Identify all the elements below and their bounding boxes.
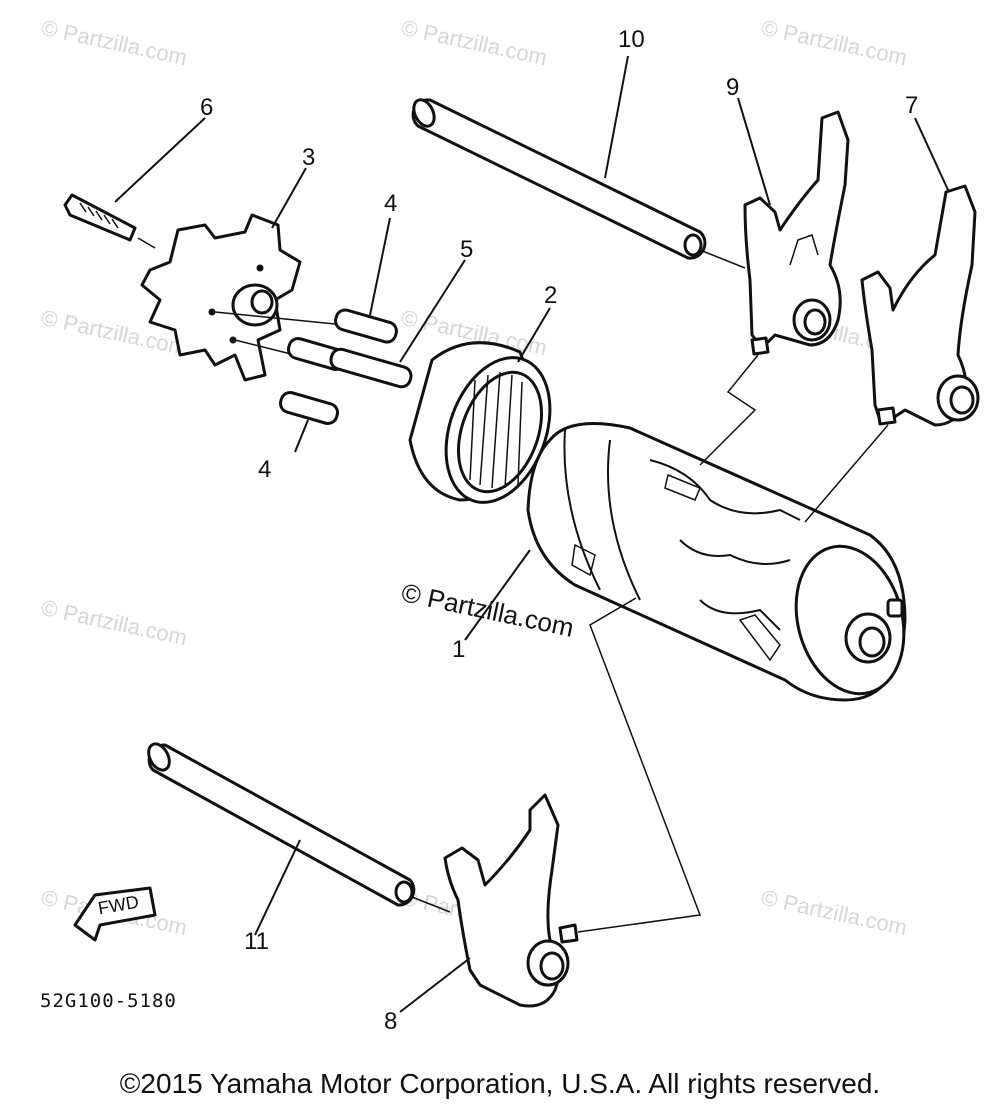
bearing-2 <box>408 341 552 504</box>
diagram-part-number: 52G100-5180 <box>40 990 177 1012</box>
pins-4 <box>278 308 398 425</box>
callout-6: 6 <box>200 94 214 121</box>
shift-fork-7 <box>860 184 980 427</box>
callout-9: 9 <box>726 74 740 101</box>
callout-11: 11 <box>244 928 269 955</box>
callout-2: 2 <box>544 282 558 309</box>
callout-1: 1 <box>452 636 466 663</box>
exploded-parts-diagram <box>63 55 980 1013</box>
copyright-notice: ©2015 Yamaha Motor Corporation, U.S.A. A… <box>119 1068 881 1099</box>
leader-lines <box>114 55 949 1013</box>
shift-cam-1 <box>526 422 907 702</box>
shift-fork-9 <box>743 110 850 356</box>
callout-3: 3 <box>302 144 316 171</box>
segment-3 <box>140 213 346 382</box>
callout-8: 8 <box>384 1008 398 1035</box>
callout-5: 5 <box>460 236 474 263</box>
pin-5 <box>329 347 413 389</box>
guide-bar-11 <box>147 742 451 913</box>
callout-4: 4 <box>258 456 272 483</box>
fwd-arrow <box>73 886 157 942</box>
shift-fork-8 <box>443 793 579 1008</box>
guide-bar-10 <box>411 98 746 269</box>
callout-4: 4 <box>384 190 398 217</box>
screw-6 <box>63 193 156 249</box>
callout-7: 7 <box>905 92 919 119</box>
callout-10: 10 <box>618 26 645 53</box>
